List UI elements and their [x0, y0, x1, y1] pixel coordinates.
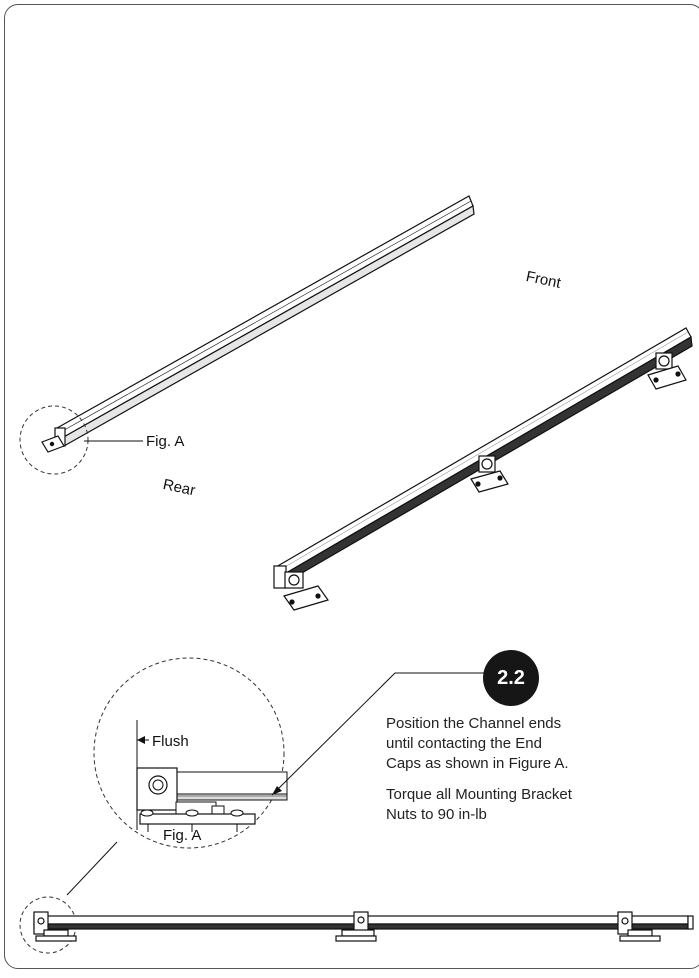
torque-line: Nuts to 90 in-lb — [386, 806, 487, 823]
fig-a-zoom-detail — [93, 657, 288, 849]
fig-a-label-zoom: Fig. A — [163, 827, 202, 844]
torque-line: Torque all Mounting Bracket — [386, 786, 572, 803]
front-bracket-right — [647, 352, 687, 390]
step-pointer-line — [271, 672, 485, 796]
bottom-bracket-middle — [335, 911, 377, 942]
step-number-badge: 2.2 — [483, 650, 539, 706]
bottom-bracket-right — [617, 911, 661, 942]
instruction-line: Caps as shown in Figure A. — [386, 755, 569, 772]
instruction-line: Position the Channel ends — [386, 715, 562, 732]
page-frame — [4, 4, 699, 969]
step-instruction: Position the Channel ends until contacti… — [386, 714, 686, 774]
instruction-line: until contacting the End — [386, 735, 542, 752]
zoom-leader-line — [66, 841, 118, 896]
bottom-bracket-left — [33, 911, 77, 942]
flush-label: Flush — [152, 733, 189, 750]
fig-a-callout-circle — [19, 405, 89, 475]
front-channel — [273, 327, 693, 611]
front-bracket-middle — [470, 455, 509, 493]
rear-channel — [41, 195, 475, 453]
bottom-channel — [33, 911, 694, 942]
fig-a-label-top: Fig. A — [146, 433, 185, 450]
front-bracket-left — [283, 571, 329, 611]
torque-instruction: Torque all Mounting Bracket Nuts to 90 i… — [386, 785, 686, 825]
